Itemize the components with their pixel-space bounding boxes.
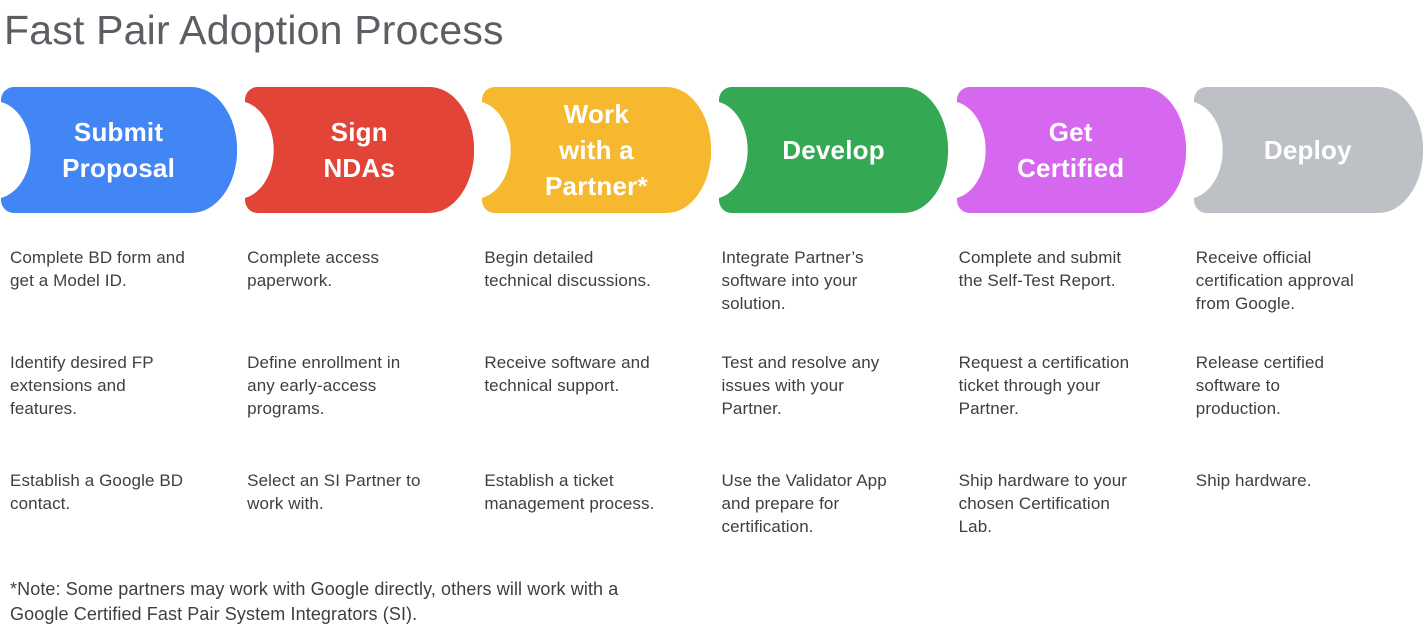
- page-title: Fast Pair Adoption Process: [4, 7, 504, 53]
- chevron-pill-shape: [482, 87, 712, 213]
- step-label: Work with a Partner*: [545, 99, 648, 201]
- step-description: Use the Validator App and prepare for ce…: [721, 471, 887, 536]
- step-description: Complete and submit the Self-Test Report…: [958, 248, 1122, 290]
- step-shape-develop: Develop: [711, 87, 949, 213]
- step-label: Get Certified: [1017, 117, 1125, 183]
- chevron-pill-shape: [245, 87, 475, 213]
- step-column-deploy: Deploy Receive official certification ap…: [1186, 87, 1423, 539]
- step-shape-get-certified: Get Certified: [949, 87, 1186, 213]
- step-label: Submit Proposal: [62, 117, 175, 183]
- step-description: Begin detailed technical discussions.: [484, 248, 651, 290]
- step-description: Ship hardware to your chosen Certificati…: [958, 471, 1128, 536]
- step-label: Develop: [782, 135, 885, 165]
- step-label: Deploy: [1263, 135, 1352, 165]
- chevron-pill-shape: [1, 87, 238, 213]
- step-description: Select an SI Partner to work with.: [247, 471, 421, 513]
- step-column-work-with-a-partner: Work with a Partner* Begin detailed tech…: [474, 87, 712, 539]
- step-description: Integrate Partner’s software into your s…: [721, 248, 864, 313]
- step-description: Complete access paperwork.: [247, 248, 380, 290]
- step-column-sign-ndas: Sign NDAs Complete access paperwork. Def…: [237, 87, 475, 539]
- chevron-pill-shape: [956, 87, 1186, 213]
- step-column-develop: Develop Integrate Partner’s software int…: [711, 87, 949, 539]
- step-column-get-certified: Get Certified Complete and submit the Se…: [949, 87, 1186, 539]
- step-shape-submit-proposal: Submit Proposal: [0, 87, 238, 213]
- footnote: *Note: Some partners may work with Googl…: [10, 579, 619, 624]
- step-description: Receive official certification approval …: [1195, 248, 1354, 313]
- chevron-pill-shape: [719, 87, 949, 213]
- step-shape-work-with-a-partner: Work with a Partner*: [474, 87, 712, 213]
- step-column-submit-proposal: Submit Proposal Complete BD form and get…: [0, 87, 238, 539]
- process-steps-row: Submit Proposal Complete BD form and get…: [0, 87, 1423, 539]
- step-description: Receive software and technical support.: [484, 353, 650, 395]
- step-description: Define enrollment in any early-access pr…: [247, 353, 401, 418]
- step-shape-deploy: Deploy: [1186, 87, 1423, 213]
- step-description: Complete BD form and get a Model ID.: [10, 248, 185, 290]
- step-description: Establish a ticket management process.: [484, 471, 655, 513]
- chevron-pill-shape: [1193, 87, 1423, 213]
- step-description: Release certified software to production…: [1195, 353, 1325, 418]
- step-description: Identify desired FP extensions and featu…: [10, 353, 154, 418]
- step-description: Establish a Google BD contact.: [10, 471, 184, 513]
- step-label: Sign NDAs: [323, 117, 396, 183]
- step-description: Test and resolve any issues with your Pa…: [721, 353, 880, 418]
- step-description: Ship hardware.: [1195, 471, 1312, 490]
- step-description: Request a certification ticket through y…: [958, 353, 1130, 418]
- step-shape-sign-ndas: Sign NDAs: [237, 87, 475, 213]
